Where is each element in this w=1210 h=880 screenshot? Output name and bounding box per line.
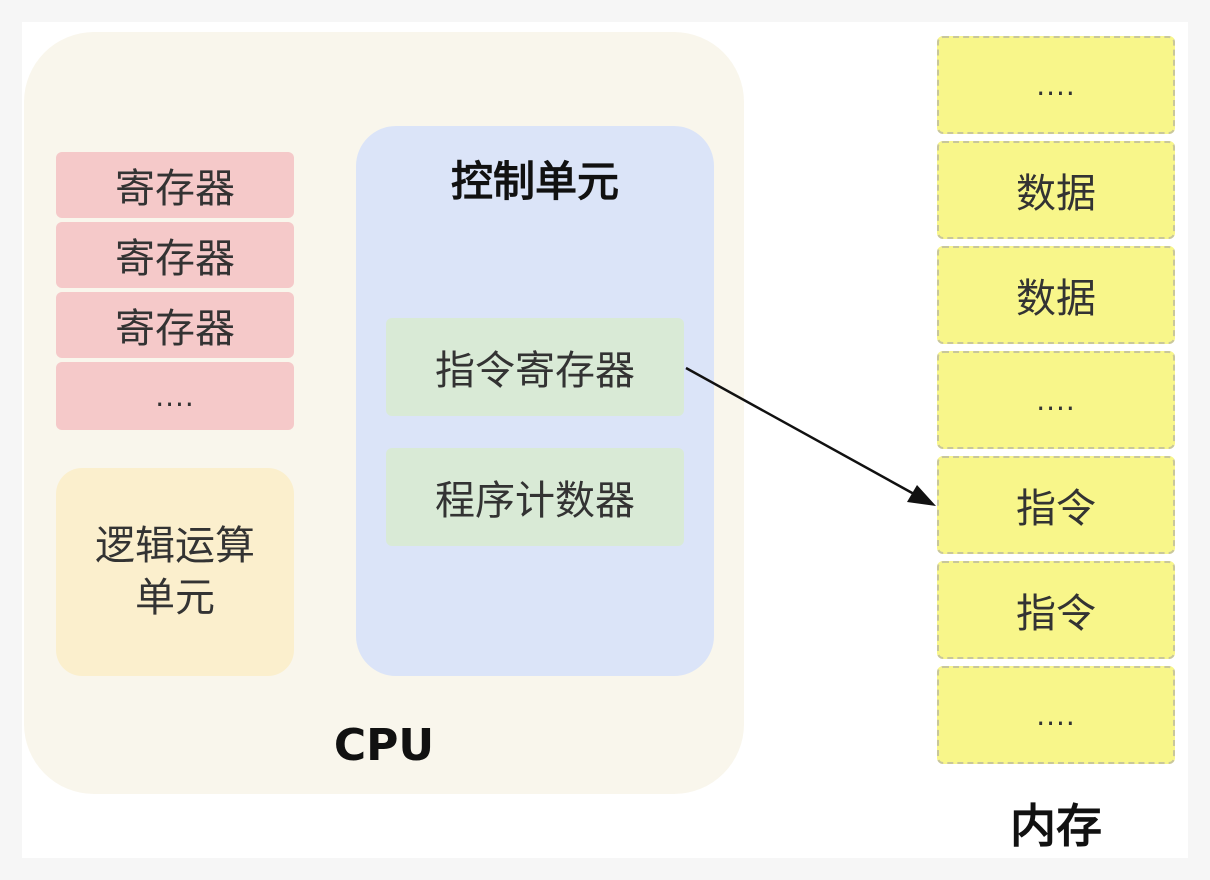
alu-block: 逻辑运算 单元 — [56, 468, 294, 676]
memory-cell-2: 数据 — [937, 141, 1175, 239]
control-unit-block: 控制单元 指令寄存器 程序计数器 — [356, 126, 714, 676]
memory-cell-6: 指令 — [937, 561, 1175, 659]
memory-cell-5: 指令 — [937, 456, 1175, 554]
register-2: 寄存器 — [56, 222, 294, 288]
register-3: 寄存器 — [56, 292, 294, 358]
memory-label: 内存 — [1010, 799, 1102, 853]
memory-cell-4: .... — [937, 351, 1175, 449]
memory-cell-7: .... — [937, 666, 1175, 764]
register-more: .... — [56, 362, 294, 430]
memory-cell-3: 数据 — [937, 246, 1175, 344]
control-unit-title: 控制单元 — [450, 157, 619, 206]
program-counter: 程序计数器 — [386, 448, 684, 546]
instruction-register: 指令寄存器 — [386, 318, 684, 416]
register-1: 寄存器 — [56, 152, 294, 218]
cpu-label: CPU — [333, 720, 435, 771]
memory-cell-1: .... — [937, 36, 1175, 134]
